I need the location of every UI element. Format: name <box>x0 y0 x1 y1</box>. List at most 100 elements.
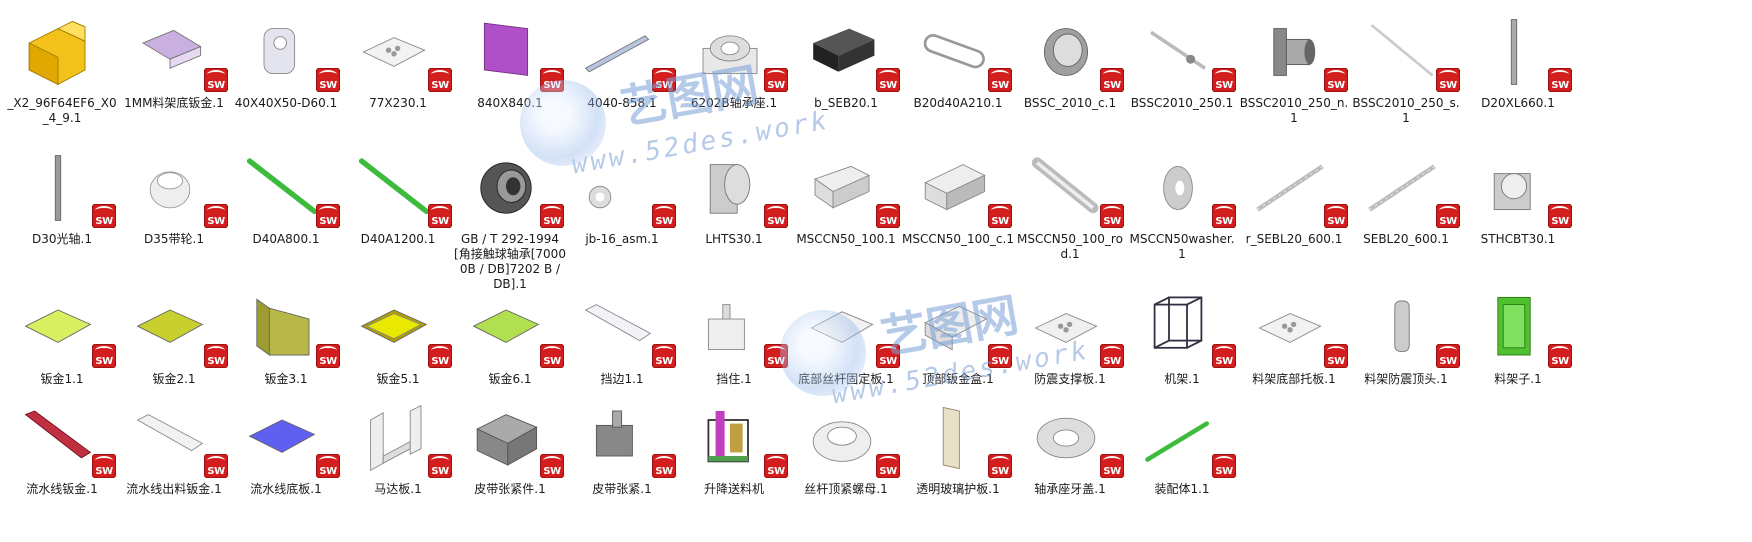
file-item[interactable]: SW 钣金3.1 <box>230 286 342 387</box>
solidworks-icon: SW <box>876 204 900 228</box>
solidworks-icon: SW <box>204 344 228 368</box>
solidworks-icon: SW <box>1436 344 1460 368</box>
part-thumbnail: SW <box>1358 146 1460 230</box>
thin-shaft-icon <box>1370 23 1434 77</box>
box-icon <box>924 305 988 351</box>
file-item[interactable]: SW SEBL20_600.1 <box>1350 146 1462 247</box>
part-thumbnail: SW <box>1358 286 1460 370</box>
part-thumbnail: SW <box>14 146 116 230</box>
pulley-icon <box>149 171 191 209</box>
part-thumbnail: SW <box>1022 10 1124 94</box>
plate-holes-icon <box>362 37 426 67</box>
file-label: 钣金5.1 <box>376 372 420 386</box>
part-thumbnail: SW <box>462 146 564 230</box>
file-label: MSCCN50washer.1 <box>1129 232 1235 261</box>
cylinder-body-icon <box>924 164 986 211</box>
stop-block-icon <box>707 304 745 351</box>
part-thumbnail: SW <box>1246 10 1348 94</box>
file-label: SEBL20_600.1 <box>1363 232 1449 246</box>
file-item[interactable]: _X2_96F64EF6_X0_4_9.1 <box>6 10 118 126</box>
part-thumbnail: SW <box>238 286 340 370</box>
file-item[interactable]: SW MSCCN50_100.1 <box>790 146 902 247</box>
part-thumbnail: SW <box>1470 10 1572 94</box>
washer-asm-icon <box>588 185 612 209</box>
file-item[interactable]: SW 钣金5.1 <box>342 286 454 387</box>
cylinder-icon <box>814 165 871 209</box>
red-strip-icon <box>24 410 92 459</box>
big-ring-icon <box>812 421 872 462</box>
solidworks-icon: SW <box>204 68 228 92</box>
plate-holes-icon <box>1034 313 1098 343</box>
flat-sheet-icon <box>24 309 92 343</box>
flat-sheet-icon <box>248 419 316 453</box>
solidworks-icon: SW <box>316 204 340 228</box>
solidworks-icon: SW <box>316 344 340 368</box>
file-label: LHTS30.1 <box>705 232 763 246</box>
file-label: 顶部钣金盒.1 <box>922 372 994 386</box>
solidworks-icon: SW <box>1100 204 1124 228</box>
file-label: 挡边1.1 <box>600 372 644 386</box>
file-label: 钣金3.1 <box>264 372 308 386</box>
file-label: MSCCN50_100.1 <box>796 232 896 246</box>
solidworks-icon: SW <box>540 204 564 228</box>
part-thumbnail: SW <box>798 396 900 480</box>
part-thumbnail: SW <box>238 146 340 230</box>
file-label: 4040-858.1 <box>587 96 657 110</box>
solidworks-icon: SW <box>428 344 452 368</box>
file-label: 77X230.1 <box>369 96 427 110</box>
part-thumbnail: SW <box>910 10 1012 94</box>
lift-feeder-icon <box>707 411 749 463</box>
mount-plate-icon <box>810 311 874 343</box>
bearing-seat-icon <box>702 35 758 75</box>
file-label: BSSC2010_250_n.1 <box>1239 96 1349 125</box>
